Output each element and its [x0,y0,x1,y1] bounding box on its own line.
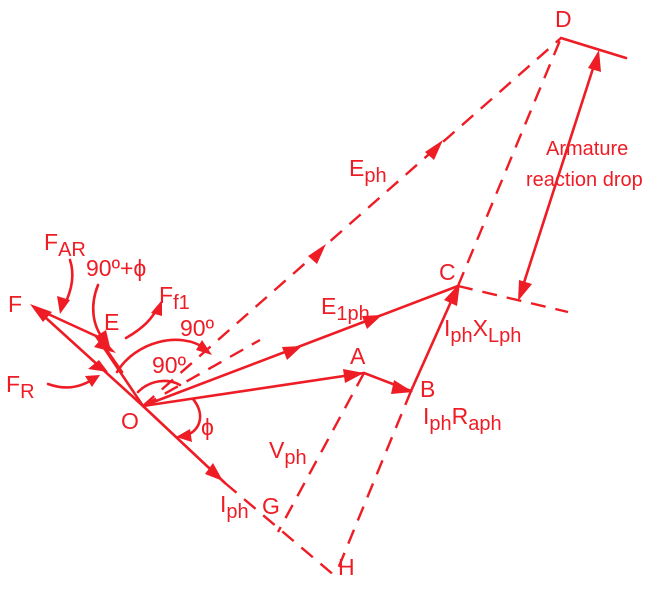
pointer-f-ar-head [57,296,70,314]
dashed-BH [333,390,413,577]
arrowhead-B [391,380,413,394]
phasor-e1ph-OC [141,284,460,408]
arrowhead-E [94,338,116,353]
arrowhead-e1ph-mid2 [282,346,302,360]
label-i-ph-x-lph: IphXLph [444,315,521,347]
point-label-F: F [8,291,22,317]
pointer-90-phi-head [95,330,110,347]
arrowhead-i-ph [205,463,223,481]
point-label-A: A [350,343,366,369]
label-f-r: FR [6,371,35,403]
point-label-C: C [439,259,456,285]
angle-arc-90-outer-head [196,340,212,355]
label-e-1ph: E1ph [321,293,370,325]
point-label-B: B [420,376,435,402]
point-label-E: E [104,309,119,335]
arrowhead-FR-mid [88,360,108,372]
angle-arc-90-inner [136,379,182,394]
pointer-f-f1-head [151,300,162,316]
dashed-CD [456,37,563,287]
label-e-ph: Eph [349,155,387,187]
angle-label-phi: ϕ [201,414,214,440]
arrowhead-C [444,283,460,306]
dashed-AG [276,372,366,533]
point-label-O: O [121,408,139,434]
pointer-90-phi [91,283,106,342]
d-tangent-line [559,36,628,60]
phasor-e-ph-OD [142,37,562,407]
phasor-i-x-drop-BC [409,284,460,393]
angle-label-90-outer: 90º [180,315,215,341]
annotation-armature: Armature [546,138,628,160]
label-i-ph: Iph [220,491,249,523]
pointer-f-r-head [85,375,100,387]
arrowhead-F [30,304,52,322]
label-v-ph: Vph [269,437,307,469]
point-label-G: G [262,493,280,519]
armature-drop-arrow-top [588,50,601,72]
angle-arc-phi-head [176,429,192,442]
annotation-reaction-drop: reaction drop [526,169,643,191]
label-i-ph-r-aph: IphRaph [423,403,502,435]
angle-label-90-plus-phi: 90º+ϕ [86,255,146,281]
armature-drop-arrow-bottom [518,280,532,301]
label-f-ar: FAR [44,229,86,261]
phasor-v-ph-OA [141,371,366,408]
angle-label-90-inner: 90º [152,352,187,378]
dashed-E-perp [142,338,261,408]
point-label-H: H [338,554,355,580]
arrowhead-e1ph-mid [362,315,382,329]
arrowhead-A [343,369,364,383]
angle-arc-90-outer [115,338,208,374]
point-label-D: D [555,6,572,32]
arrowhead-e-ph-2 [308,244,326,264]
dashed-C-tangent [457,284,569,314]
arrowhead-e-ph-1 [425,140,443,160]
angle-arc-phi [182,397,202,438]
armature-reaction-drop-arrow [518,54,599,297]
phasor-f-r [33,306,145,408]
pointer-f-r [46,378,94,389]
label-f-f1: Ff1 [159,282,190,314]
